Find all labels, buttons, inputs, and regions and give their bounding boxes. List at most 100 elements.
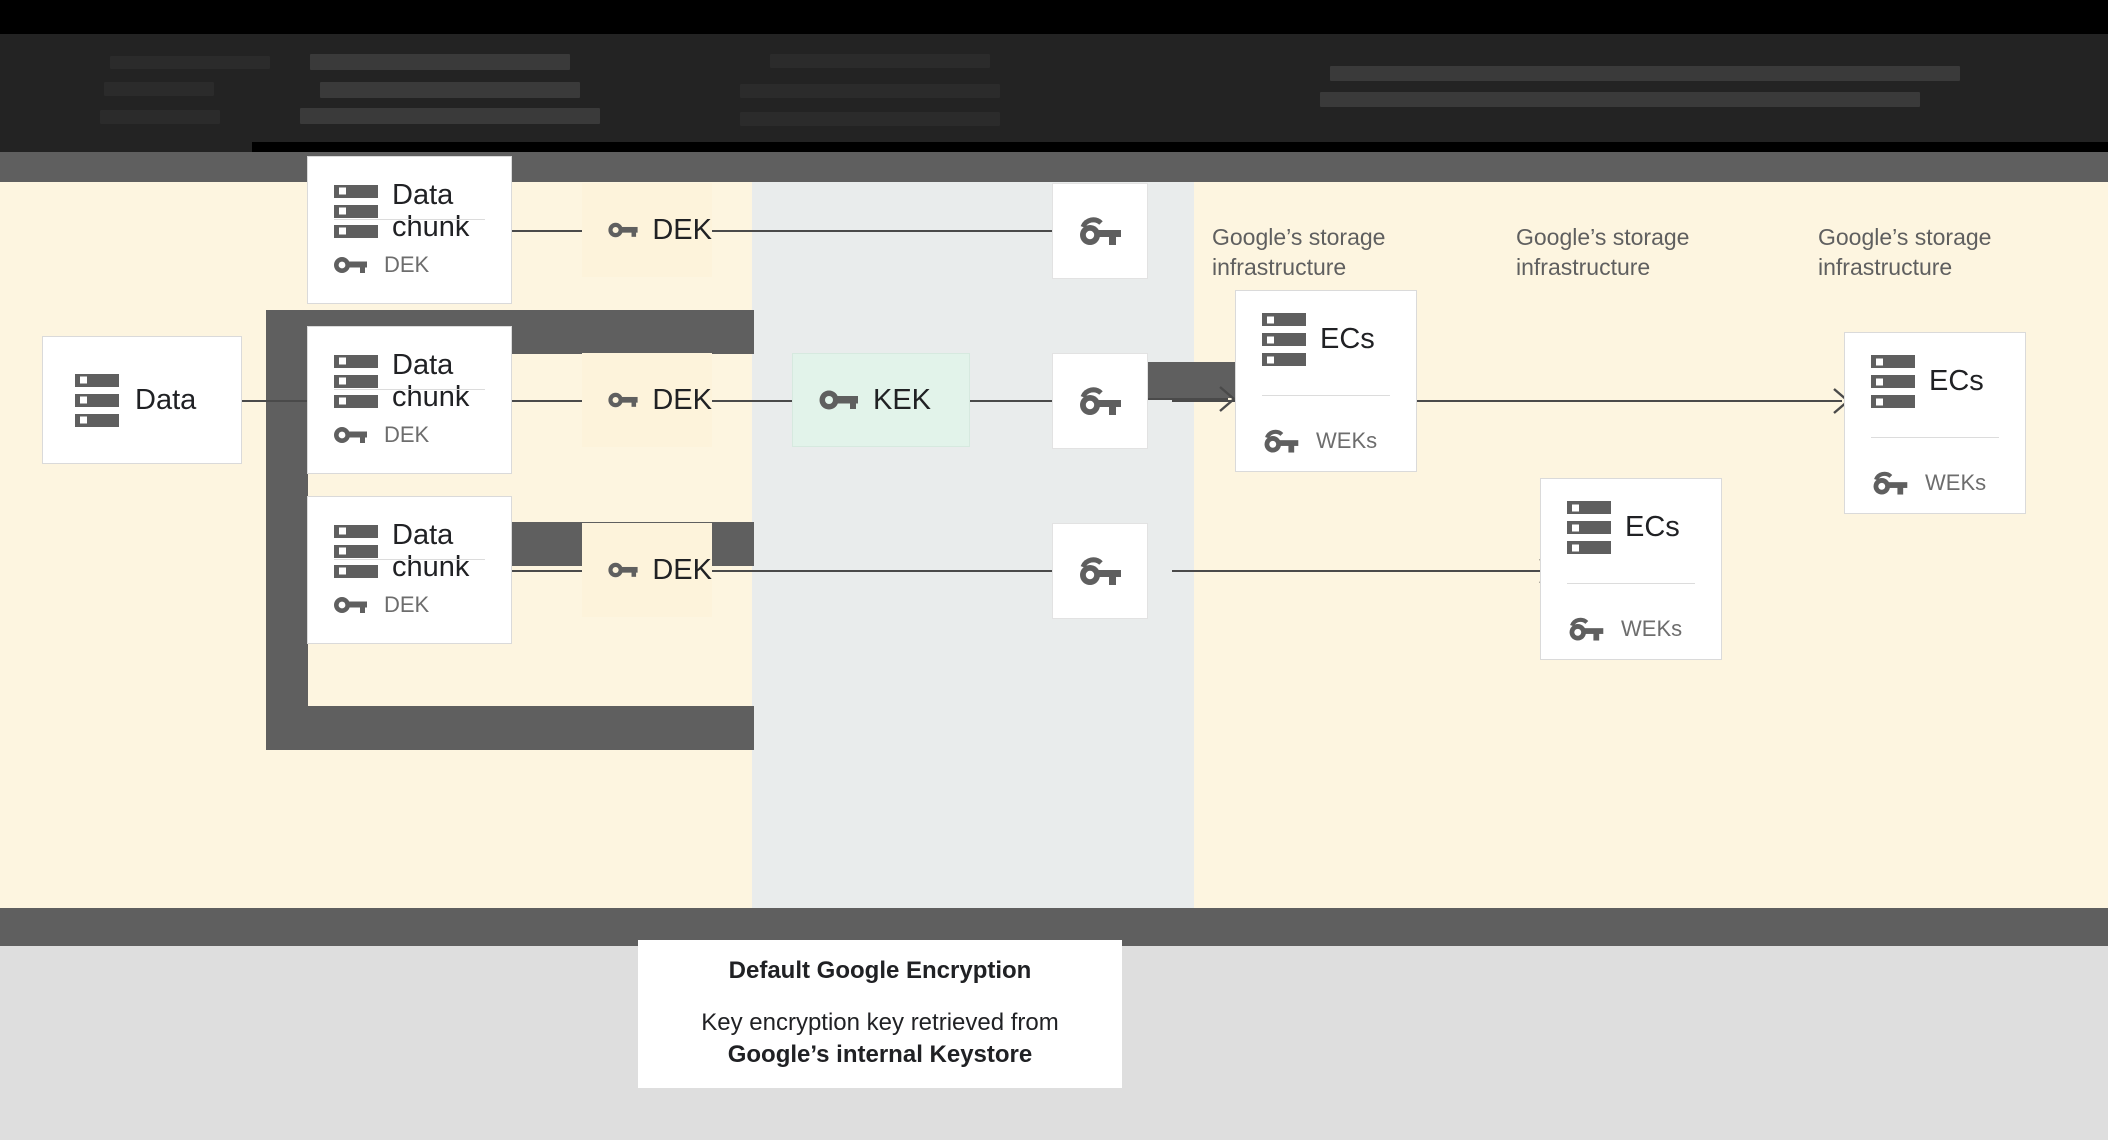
card-footer: DEK: [334, 592, 429, 618]
connector-dek-to-wek: [712, 230, 1052, 232]
key-icon: [334, 427, 367, 443]
card-wrapped-key[interactable]: [1052, 183, 1159, 290]
server-icon: [334, 184, 378, 238]
card-label: DEK: [652, 553, 712, 586]
caption-box: Default Google Encryption Key encryption…: [638, 940, 1122, 1088]
card-label: DEK: [652, 383, 712, 416]
server-icon: [75, 373, 119, 427]
card-dek[interactable]: DEK: [582, 523, 712, 617]
card-subtitle: WEKs: [1925, 470, 1987, 495]
connector-dek-to-wek: [712, 570, 1052, 572]
card-header: Data chunk: [308, 497, 511, 584]
card-divider: [1567, 583, 1695, 584]
caption-line1: Key encryption key retrieved from: [701, 1008, 1059, 1036]
card-ec[interactable]: ECs WEKs: [1235, 290, 1417, 472]
header-ghost-text: [740, 112, 1000, 126]
key-icon: [608, 392, 638, 408]
card-data-source[interactable]: Data: [42, 336, 255, 477]
card-subtitle: DEK: [384, 252, 430, 277]
header-ghost-text: [300, 108, 600, 124]
header-ghost-text: [110, 56, 270, 69]
wrapped-key-icon: [1873, 471, 1908, 495]
card-dek[interactable]: DEK: [582, 183, 712, 277]
key-icon: [819, 390, 858, 410]
card-title: ECs: [1625, 511, 1680, 544]
caption-body: Key encryption key retrieved from Google…: [701, 1007, 1058, 1072]
card-title: ECs: [1320, 323, 1375, 356]
card-footer: DEK: [334, 252, 429, 278]
card-header: ECs: [1236, 291, 1416, 366]
arrowhead-icon: [1219, 386, 1236, 412]
card-wrapped-key[interactable]: [1052, 353, 1159, 460]
card-divider: [1262, 395, 1390, 396]
bracket-arm-bottom: [266, 706, 754, 750]
key-icon: [608, 562, 638, 578]
card-title: Data: [135, 383, 197, 416]
server-icon: [1262, 313, 1306, 366]
card-subtitle: DEK: [384, 592, 430, 617]
flow-canvas: Data Data chunk DEK: [0, 156, 2108, 908]
connector-chunk-to-dek: [512, 570, 582, 572]
caption-title: Default Google Encryption: [728, 956, 1032, 984]
server-icon: [1567, 501, 1611, 554]
card-subtitle: WEKs: [1316, 428, 1378, 453]
header-ghost-text: [310, 54, 570, 70]
header-ghost-text: [770, 54, 990, 68]
header-ghost-text: [740, 84, 1000, 98]
wrapped-key-icon: [1264, 429, 1299, 453]
infra-label: Google’s storage infrastructure: [1516, 224, 1690, 280]
card-divider: [334, 219, 485, 220]
card-kek[interactable]: KEK: [792, 353, 970, 447]
connector-dek-to-kek: [712, 400, 792, 402]
infra-label: Google’s storage infrastructure: [1212, 224, 1386, 280]
card-footer: WEKs: [1567, 615, 1682, 643]
card-header: ECs: [1541, 479, 1721, 554]
card-title: ECs: [1929, 365, 1984, 398]
card-ec[interactable]: ECs WEKs: [1844, 332, 2026, 514]
connector-data-to-chunks: [240, 400, 310, 402]
card-footer: WEKs: [1262, 427, 1377, 455]
card-footer: DEK: [334, 422, 429, 448]
card-data-chunk[interactable]: Data chunk DEK: [307, 156, 525, 317]
caption-line2: Google’s internal Keystore: [727, 1041, 1033, 1068]
card-subtitle: WEKs: [1621, 616, 1683, 641]
header-ghost-text: [104, 82, 214, 96]
header-ghost-text: [100, 110, 220, 124]
card-divider: [334, 389, 485, 390]
header-redaction-block-secondary: [0, 120, 252, 152]
card-label: DEK: [652, 213, 712, 246]
server-icon: [334, 354, 378, 408]
card-divider: [334, 559, 485, 560]
card-title: Data chunk: [392, 519, 470, 584]
connector-chunk-to-dek: [512, 230, 582, 232]
card-header: Data chunk: [308, 327, 511, 414]
header-redacted-bar: [0, 0, 2108, 152]
card-data-chunk[interactable]: Data chunk DEK: [307, 326, 525, 487]
server-icon: [1871, 355, 1915, 408]
card-wrapped-key[interactable]: [1052, 523, 1159, 630]
arrow-wek-to-ec-bottom: [1172, 570, 1547, 572]
header-redaction-block: [0, 34, 2108, 142]
wrapped-key-icon: [1080, 387, 1121, 415]
card-header: Data chunk: [308, 157, 511, 244]
bottom-divider-band: [0, 908, 2108, 946]
card-header: ECs: [1845, 333, 2025, 408]
wrapped-key-icon: [1080, 217, 1121, 245]
card-data-chunk[interactable]: Data chunk DEK: [307, 496, 525, 657]
connector-kek-to-wek: [970, 400, 1052, 402]
infra-label: Google’s storage infrastructure: [1818, 224, 1992, 280]
card-subtitle: DEK: [384, 422, 430, 447]
key-icon: [334, 257, 367, 273]
card-label: KEK: [873, 383, 932, 416]
connector-chunk-to-dek: [512, 400, 582, 402]
header-ghost-text: [1320, 92, 1920, 107]
card-divider: [1871, 437, 1999, 438]
card-title: Data chunk: [392, 179, 470, 244]
card-footer: WEKs: [1871, 469, 1986, 497]
wrapped-key-icon: [1569, 617, 1604, 641]
server-icon: [334, 524, 378, 578]
card-dek[interactable]: DEK: [582, 353, 712, 447]
card-ec[interactable]: ECs WEKs: [1540, 478, 1722, 660]
header-ghost-text: [1330, 66, 1960, 81]
